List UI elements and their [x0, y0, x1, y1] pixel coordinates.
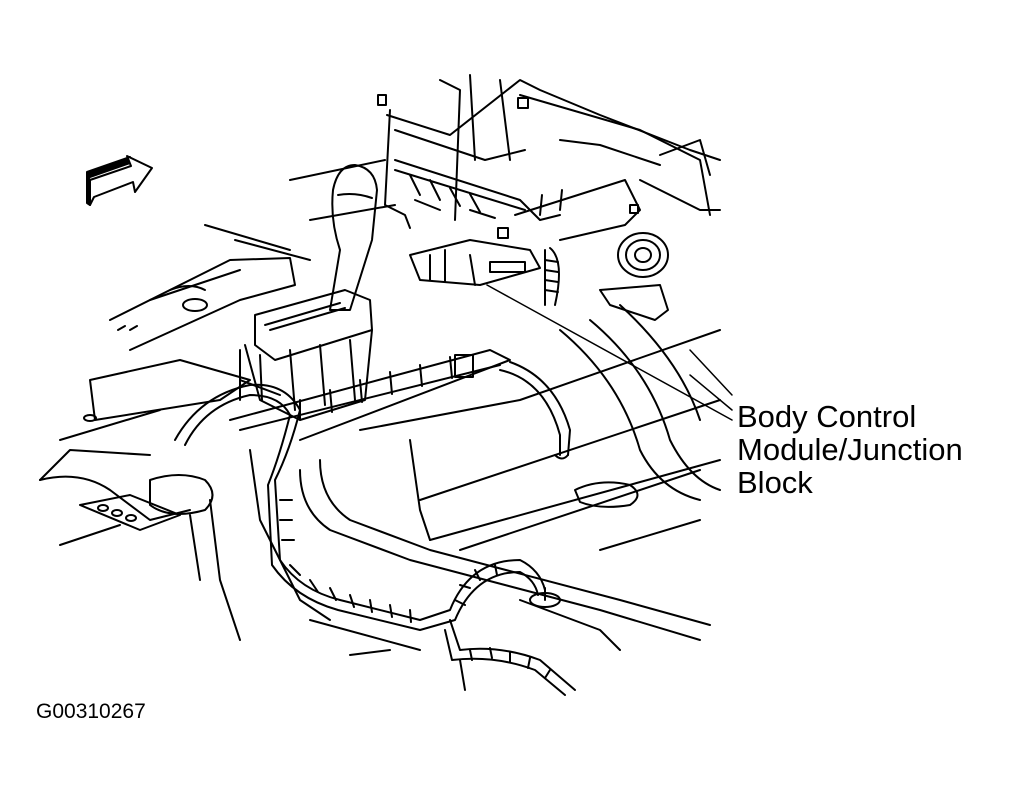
callout-line-1: Body Control [737, 399, 917, 434]
gear-shifter [239, 164, 378, 421]
figure-id: G00310267 [36, 700, 146, 723]
callout-leader-lines [486, 284, 733, 421]
callout-line-3: Block [737, 465, 813, 500]
bcm-callout-label: Body Control Module/Junction Block [737, 400, 963, 499]
ip-bracket [289, 74, 721, 241]
body-control-module [409, 239, 560, 306]
floor-pan [39, 224, 311, 546]
grommet [599, 232, 669, 321]
front-arrow-icon [86, 155, 153, 206]
center-tunnel [189, 304, 721, 691]
callout-line-2: Module/Junction [737, 432, 963, 467]
